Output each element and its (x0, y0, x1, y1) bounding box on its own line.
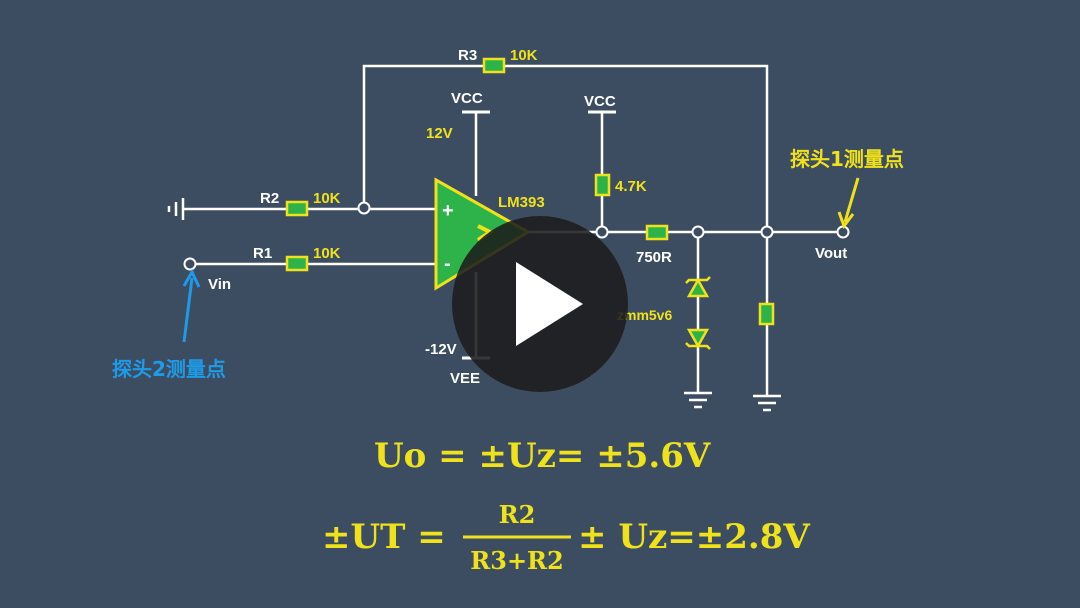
resistor-750r (645, 224, 669, 241)
junction-feedback-out (760, 225, 774, 239)
probe2-label: 探头2测量点 (112, 357, 226, 381)
r2-value: 10K (313, 190, 341, 207)
r1-value: 10K (313, 245, 341, 262)
play-icon (516, 262, 583, 346)
equation-threshold-right: ± Uz=±2.8V (578, 517, 810, 557)
r1-label: R1 (253, 245, 272, 262)
resistor-r2 (285, 200, 309, 217)
probe1-arrow-icon (837, 177, 860, 230)
ground-icon (167, 198, 185, 220)
junction-pullup (595, 225, 609, 239)
equation-output: Uo = ±Uz= ±5.6V (374, 436, 711, 476)
r3-value: 10K (510, 47, 538, 64)
zener-diode-upper (685, 276, 711, 298)
zener-diode-lower (685, 328, 711, 350)
opamp-minus-sign: - (444, 253, 451, 275)
ground-icon (753, 394, 781, 412)
resistor-r1 (285, 255, 309, 272)
pullup-value: 4.7K (615, 178, 647, 195)
junction-zener (691, 225, 705, 239)
r2-label: R2 (260, 190, 279, 207)
r3-label: R3 (458, 47, 477, 64)
resistor-load (758, 302, 775, 326)
equation-threshold-left: ±UT = (322, 517, 446, 557)
vcc-opamp-label: VCC (451, 90, 483, 107)
resistor-r3 (482, 57, 506, 74)
resistor-pullup (594, 173, 611, 197)
opamp-plus-sign: + (442, 200, 454, 222)
probe1-label: 探头1测量点 (790, 147, 904, 171)
vee-label: VEE (450, 370, 480, 387)
vin-label: Vin (208, 276, 231, 293)
probe2-arrow-icon (182, 268, 201, 343)
play-button[interactable] (452, 216, 628, 392)
opamp-supply-voltage: 12V (426, 125, 453, 142)
equation-threshold-denominator: R3+R2 (470, 546, 563, 575)
ground-icon (684, 391, 712, 409)
equation-threshold-numerator: R2 (499, 500, 536, 529)
junction-r2-feedback (357, 201, 371, 215)
vcc-pullup-label: VCC (584, 93, 616, 110)
series-resistor-value: 750R (636, 249, 672, 266)
feedback-wire (362, 64, 769, 232)
vout-label: Vout (815, 245, 847, 262)
vee-value: -12V (425, 341, 457, 358)
vin-terminal (183, 257, 197, 271)
resistors (285, 57, 775, 326)
zener-label: zmm5v6 (617, 307, 672, 323)
vout-terminal (836, 225, 850, 239)
opamp-model-label: LM393 (498, 194, 545, 211)
